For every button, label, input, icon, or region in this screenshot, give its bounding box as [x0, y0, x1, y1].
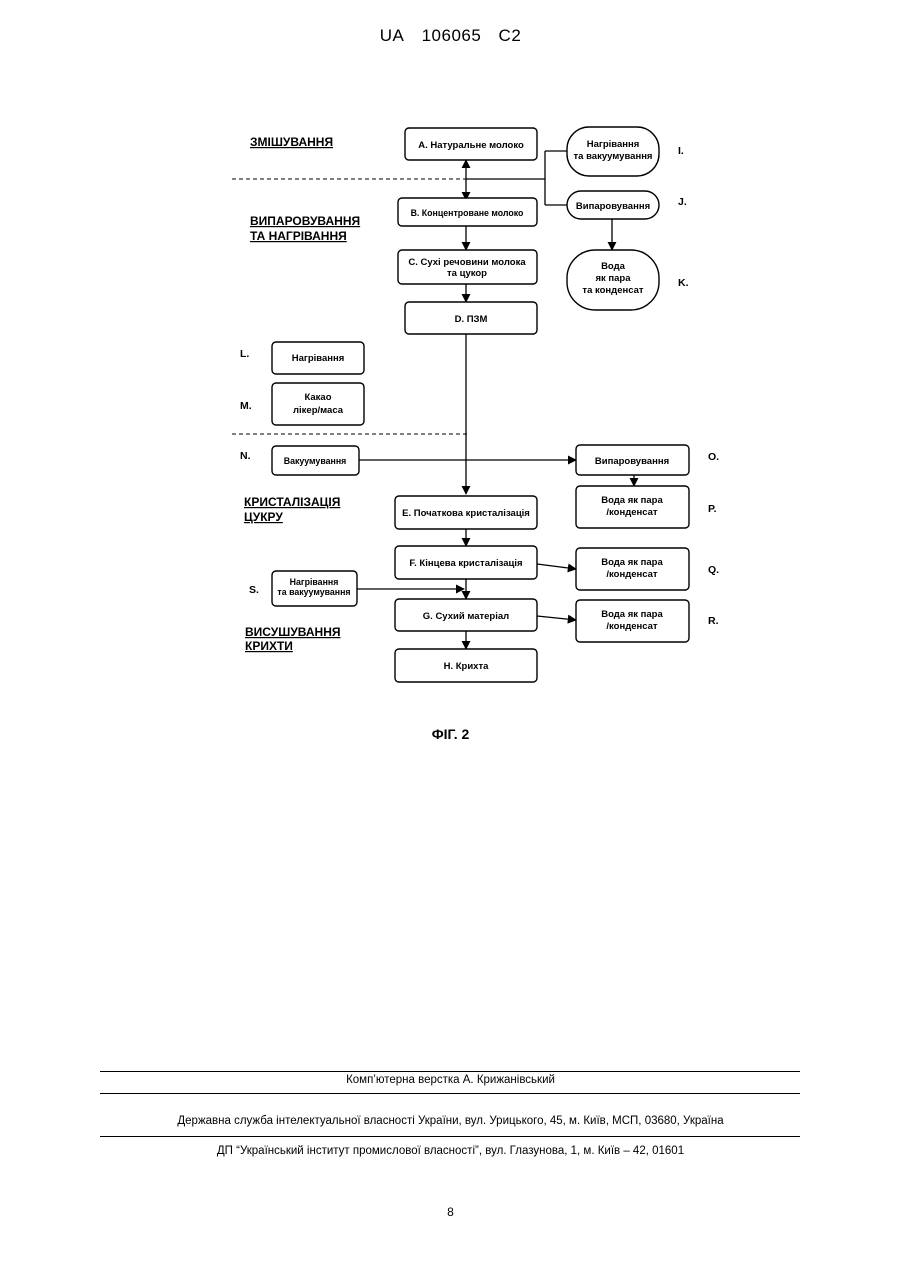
- footer-layout: Комп’ютерна верстка А. Крижанівський: [0, 1074, 901, 1086]
- arrow-g-r: [537, 616, 576, 620]
- stage-mixing: ЗМІШУВАННЯ: [250, 135, 333, 149]
- box-m: [272, 383, 364, 425]
- label-n: Вакуумування: [284, 456, 347, 466]
- stage-evaporation: ВИПАРОВУВАННЯТА НАГРІВАННЯ: [250, 214, 360, 243]
- label-j: Випаровування: [576, 201, 650, 212]
- label-p: Вода як пара/конденсат: [601, 495, 663, 518]
- label-a: A. Натуральне молоко: [418, 140, 524, 151]
- label-d: D. ПЗМ: [455, 314, 488, 325]
- footer-rule-bottom: [100, 1136, 800, 1137]
- footer-institute: ДП “Український інститут промислової вла…: [0, 1145, 901, 1157]
- label-e: E. Початкова кристалізація: [402, 508, 530, 519]
- footer-office: Державна служба інтелектуальної власност…: [0, 1115, 901, 1127]
- label-h: H. Крихта: [444, 661, 490, 672]
- stage-drying: ВИСУШУВАННЯКРИХТИ: [245, 625, 340, 653]
- letter-k: K.: [678, 277, 689, 289]
- label-f: F. Кінцева кристалізація: [409, 558, 522, 569]
- letter-o: O.: [708, 451, 719, 463]
- label-r: Вода як пара/конденсат: [601, 609, 663, 632]
- label-q: Вода як пара/конденсат: [601, 557, 663, 580]
- process-flow-diagram: ЗМІШУВАННЯ ВИПАРОВУВАННЯТА НАГРІВАННЯ КР…: [0, 0, 901, 720]
- footer-rule-top: [100, 1071, 800, 1072]
- letter-p: P.: [708, 503, 717, 515]
- footer-rule-middle: [100, 1093, 800, 1094]
- letter-r: R.: [708, 615, 719, 627]
- label-g: G. Сухий матеріал: [423, 611, 509, 622]
- letter-s: S.: [249, 584, 259, 596]
- label-l: Нагрівання: [292, 353, 345, 364]
- page-number: 8: [0, 1205, 901, 1219]
- letter-n: N.: [240, 450, 251, 462]
- stage-crystallization: КРИСТАЛІЗАЦІЯЦУКРУ: [244, 495, 340, 524]
- letter-i: I.: [678, 145, 684, 157]
- letter-j: J.: [678, 196, 687, 208]
- arrow-f-q: [537, 564, 576, 569]
- letter-l: L.: [240, 348, 249, 360]
- letter-q: Q.: [708, 564, 719, 576]
- figure-caption: ФІГ. 2: [0, 726, 901, 742]
- label-b: B. Концентроване молоко: [411, 208, 524, 218]
- label-o: Випаровування: [595, 456, 669, 467]
- letter-m: M.: [240, 400, 252, 412]
